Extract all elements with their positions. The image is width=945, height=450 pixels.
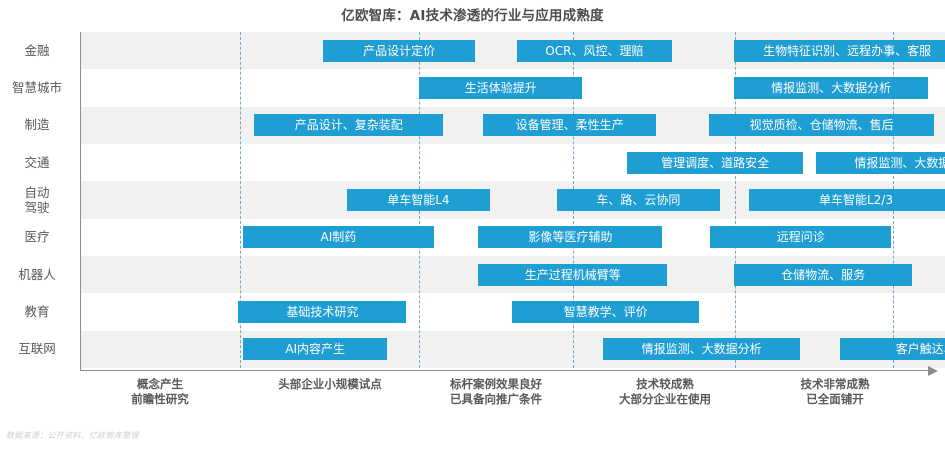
bar-segment[interactable]: 生物特征识别、远程办事、客服	[734, 39, 945, 62]
row-band	[80, 330, 945, 368]
stage-label-line: 已全面铺开	[806, 391, 864, 406]
stage-label-line: 概念产生	[137, 377, 183, 391]
stage-separator-1	[240, 32, 241, 368]
row-label-互联网: 互联网	[18, 341, 56, 357]
row-label-金融: 金融	[24, 42, 50, 58]
row-label-智慧城市: 智慧城市	[11, 80, 62, 95]
bar-segment[interactable]: 视觉质检、仓储物流、售后	[708, 114, 935, 137]
bar-segment[interactable]: 客户触达、智慧营销	[840, 338, 945, 361]
bar-segment[interactable]: 智慧教学、评价	[512, 301, 700, 323]
x-axis-arrow-icon	[928, 365, 938, 376]
row-label-制造: 制造	[24, 117, 50, 133]
bar-segment[interactable]: 生产过程机械臂等	[478, 263, 668, 286]
bar-segment[interactable]: 车、路、云协同	[556, 189, 720, 211]
bar-segment[interactable]: 仓储物流、服务	[734, 263, 912, 286]
bar-segment[interactable]: 管理调度、道路安全	[627, 151, 804, 174]
y-axis-line	[80, 32, 81, 370]
bar-segment[interactable]: 情报监测、大数据分析	[734, 77, 928, 99]
bar-segment[interactable]: 设备管理、柔性生产	[483, 114, 656, 137]
bar-segment[interactable]: 情报监测、大数据分析	[603, 338, 800, 361]
bar-segment[interactable]: 基础技术研究	[238, 301, 407, 323]
row-label-机器人: 机器人	[18, 266, 56, 282]
stage-label-line: 前瞻性研究	[131, 391, 189, 406]
stage-label-line: 标杆案例效果良好	[450, 377, 542, 391]
bar-segment[interactable]: 情报监测、大数据分析	[816, 151, 945, 174]
row-label-医疗: 医疗	[24, 229, 50, 245]
x-axis-line	[80, 370, 928, 371]
stage-label-4: 技术较成熟大部分企业在使用	[585, 377, 745, 406]
footer-divider	[0, 424, 945, 425]
stage-label-1: 概念产生前瞻性研究	[80, 377, 240, 406]
bar-segment[interactable]: OCR、风控、理赔	[516, 39, 672, 62]
stage-label-3: 标杆案例效果良好已具备向推广条件	[416, 377, 576, 406]
row-label-交通: 交通	[24, 154, 50, 170]
bar-segment[interactable]: 远程问诊	[710, 226, 892, 249]
bar-segment[interactable]: 产品设计、复杂装配	[254, 114, 444, 137]
bar-segment[interactable]: 产品设计定价	[323, 39, 476, 62]
stage-label-line: 已具备向推广条件	[450, 391, 542, 406]
page-title: 亿欧智库：AI技术渗透的行业与应用成熟度	[341, 8, 604, 24]
bar-segment[interactable]: 影像等医疗辅助	[478, 226, 663, 249]
bar-segment[interactable]: AI制药	[243, 226, 434, 249]
bar-segment[interactable]: 单车智能L4	[347, 189, 490, 211]
bar-segment[interactable]: AI内容产生	[243, 338, 388, 361]
row-label-教育: 教育	[24, 304, 50, 319]
stage-label-line: 大部分企业在使用	[619, 391, 711, 406]
stage-label-line: 技术较成熟	[636, 377, 694, 391]
stage-label-2: 头部企业小规模试点	[250, 377, 410, 392]
source-note: 数据来源：公开资料、亿欧智库整理	[6, 431, 139, 440]
bar-segment[interactable]: 单车智能L2/3	[748, 189, 945, 211]
stage-label-line: 头部企业小规模试点	[278, 377, 382, 391]
bar-segment[interactable]: 生活体验提升	[419, 77, 583, 99]
stage-separator-4	[735, 32, 736, 368]
row-label-自动驾驶: 自动驾驶	[24, 185, 50, 215]
stage-label-line: 技术非常成熟	[800, 377, 870, 391]
stage-label-5: 技术非常成熟已全面铺开	[755, 377, 915, 406]
